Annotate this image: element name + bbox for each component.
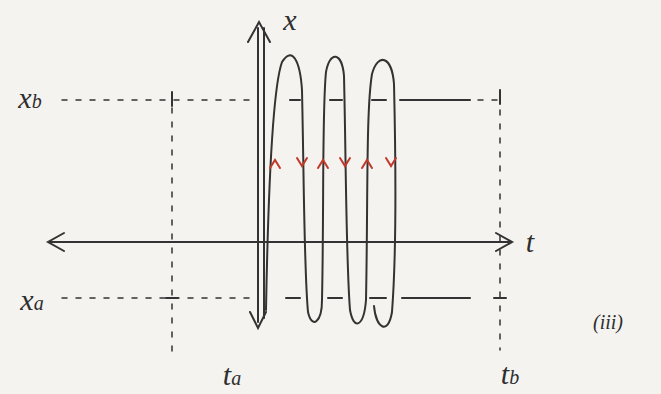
tick bbox=[372, 99, 386, 101]
guide-line bbox=[62, 297, 250, 299]
axis-arrowhead bbox=[496, 233, 512, 251]
tick bbox=[328, 297, 342, 299]
t-axis bbox=[50, 241, 510, 243]
tick bbox=[171, 92, 173, 106]
axis-arrowhead bbox=[248, 22, 270, 42]
axis-arrowhead bbox=[48, 233, 64, 251]
direction-arrow bbox=[297, 158, 307, 166]
time-label: tb bbox=[501, 359, 519, 389]
guide-line bbox=[62, 99, 250, 101]
x-axis bbox=[257, 28, 259, 322]
x-axis-stroke bbox=[263, 28, 265, 318]
axis-label: t bbox=[526, 227, 534, 257]
direction-arrow bbox=[386, 158, 396, 166]
guide-line bbox=[499, 110, 501, 350]
tick bbox=[290, 99, 300, 101]
time-label: ta bbox=[223, 360, 241, 390]
direction-arrow bbox=[340, 158, 350, 166]
axis-arrowhead bbox=[250, 312, 266, 328]
direction-arrow bbox=[318, 160, 328, 168]
tick bbox=[494, 297, 506, 299]
level-line bbox=[402, 297, 470, 299]
tick bbox=[166, 297, 178, 299]
figure-number: (iii) bbox=[593, 312, 623, 332]
direction-arrow bbox=[270, 160, 280, 168]
tick bbox=[330, 99, 342, 101]
endpoint-label: xb bbox=[18, 83, 41, 113]
path-loops bbox=[266, 55, 395, 326]
direction-arrow bbox=[362, 160, 372, 168]
tick bbox=[370, 297, 386, 299]
axis-label: x bbox=[283, 5, 296, 35]
tick bbox=[286, 297, 300, 299]
endpoint-label: xa bbox=[20, 285, 43, 315]
level-line bbox=[400, 99, 470, 101]
tick bbox=[499, 90, 501, 104]
guide-line bbox=[171, 108, 173, 360]
